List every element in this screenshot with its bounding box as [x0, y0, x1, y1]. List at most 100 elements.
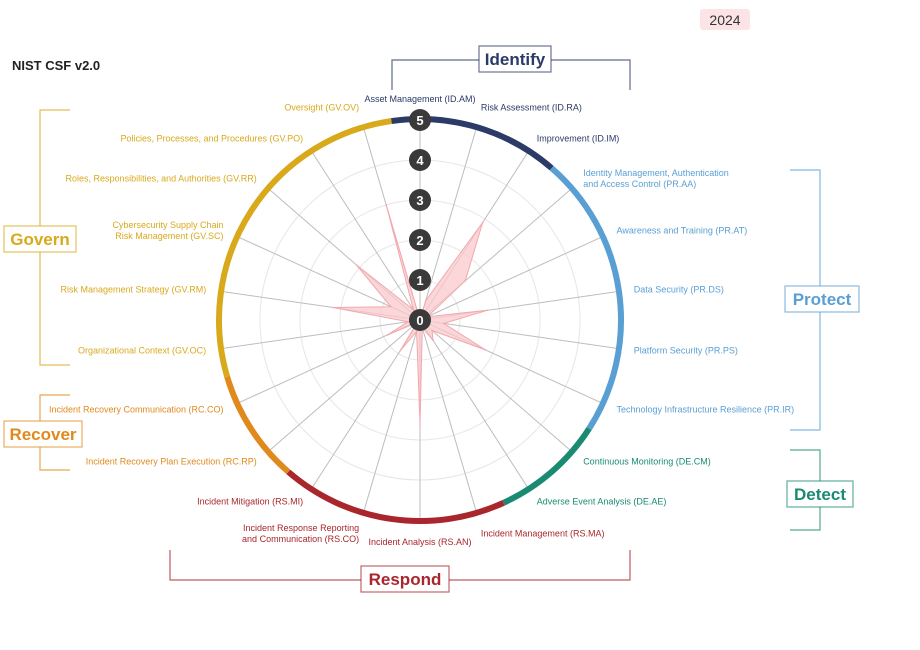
title-recover: Recover: [9, 425, 76, 444]
label-line: Risk Management (GV.SC): [115, 231, 223, 241]
label-technology-infrastructure-resilience-pr-ir: Technology Infrastructure Resilience (PR…: [617, 405, 795, 415]
tick-label-0: 0: [416, 313, 423, 328]
page-title: NIST CSF v2.0: [12, 58, 101, 73]
label-line: and Communication (RS.CO): [242, 534, 359, 544]
data-point-8: [431, 329, 433, 332]
label-organizational-context-gv-oc: Organizational Context (GV.OC): [78, 346, 206, 356]
data-point-6: [443, 322, 445, 325]
spoke-6: [419, 319, 619, 349]
data-point-15: [386, 334, 389, 336]
year-badge: 2024: [700, 9, 750, 30]
label-line: Risk Assessment (ID.RA): [481, 103, 582, 113]
data-point-12: [415, 330, 418, 333]
ring-arc-detect: [502, 427, 592, 506]
category-labels: Asset Management (ID.AM) Risk Assessment …: [49, 94, 794, 547]
title-identify: Identify: [485, 50, 546, 69]
title-box-govern: [3, 225, 77, 253]
label-line: Roles, Responsibilities, and Authorities…: [66, 174, 257, 184]
spoke-9: [419, 319, 529, 489]
label-incident-recovery-communication-rc-co: Incident Recovery Communication (RC.CO): [49, 405, 224, 415]
label-line: Incident Recovery Plan Execution (RC.RP): [86, 456, 257, 466]
label-incident-management-rs-ma: Incident Management (RS.MA): [481, 528, 605, 538]
label-line: Oversight (GV.OV): [284, 103, 359, 113]
function-brackets: IdentifyProtectDetectRespondRecoverGover…: [3, 45, 860, 593]
label-line: Risk Management Strategy (GV.RM): [60, 284, 206, 294]
ring-arc-govern: [215, 118, 392, 378]
label-line: and Access Control (PR.AA): [583, 179, 696, 189]
label-line: Policies, Processes, and Procedures (GV.…: [120, 133, 303, 143]
label-line: Continuous Monitoring (DE.CM): [583, 456, 711, 466]
tick-label-1: 1: [416, 273, 423, 288]
tick-label-4: 4: [416, 153, 424, 168]
label-line: Incident Response Reporting: [243, 523, 359, 533]
title-box-protect: [784, 285, 860, 313]
spoke-10: [419, 319, 477, 513]
data-point-7: [484, 349, 487, 351]
label-line: Identity Management, Authentication: [583, 168, 729, 178]
ring-arc-protect: [549, 165, 625, 431]
spoke-16: [221, 319, 421, 349]
title-box-detect: [786, 480, 854, 508]
label-platform-security-pr-ps: Platform Security (PR.PS): [634, 346, 738, 356]
label-roles-responsibilities-and-authorities-gv-rr: Roles, Responsibilities, and Authorities…: [66, 174, 257, 184]
spoke-14: [268, 319, 421, 452]
tick-badge-2: [409, 229, 431, 251]
spoke-8: [419, 319, 572, 452]
label-incident-mitigation-rs-mi: Incident Mitigation (RS.MI): [197, 497, 303, 507]
label-line: Incident Recovery Communication (RC.CO): [49, 405, 224, 415]
data-point-20: [412, 309, 415, 311]
label-adverse-event-analysis-de-ae: Adverse Event Analysis (DE.AE): [537, 497, 667, 507]
label-incident-recovery-plan-execution-rc-rp: Incident Recovery Plan Execution (RC.RP): [86, 456, 257, 466]
data-point-21: [385, 204, 388, 206]
data-point-19: [355, 264, 358, 266]
title-protect: Protect: [793, 290, 852, 309]
label-line: Adverse Event Analysis (DE.AE): [537, 497, 667, 507]
data-point-5: [486, 309, 489, 312]
data-layer: [332, 204, 489, 425]
tick-badge-3: [409, 189, 431, 211]
tick-badge-4: [409, 149, 431, 171]
data-point-1: [424, 300, 427, 302]
label-risk-management-strategy-gv-rm: Risk Management Strategy (GV.RM): [60, 284, 206, 294]
ring-arc-respond: [286, 469, 505, 524]
label-line: Technology Infrastructure Resilience (PR…: [617, 405, 795, 415]
label-improvement-id-im: Improvement (ID.IM): [537, 133, 620, 143]
label-line: Organizational Context (GV.OC): [78, 346, 206, 356]
spoke-4: [419, 236, 603, 321]
label-line: Cybersecurity Supply Chain: [112, 220, 223, 230]
spoke-1: [419, 127, 477, 321]
label-line: Improvement (ID.IM): [537, 133, 620, 143]
spoke-12: [363, 319, 421, 513]
spoke-20: [311, 151, 421, 321]
data-point-13: [399, 349, 402, 352]
label-policies-processes-and-procedures-gv-po: Policies, Processes, and Procedures (GV.…: [120, 133, 303, 143]
label-oversight-gv-ov: Oversight (GV.OV): [284, 103, 359, 113]
label-risk-assessment-id-ra: Risk Assessment (ID.RA): [481, 103, 582, 113]
data-point-16: [407, 320, 409, 323]
label-line: Asset Management (ID.AM): [364, 94, 475, 104]
title-govern: Govern: [10, 230, 70, 249]
label-incident-analysis-rs-an: Incident Analysis (RS.AN): [368, 537, 471, 547]
tick-badge-0: [409, 309, 431, 331]
label-awareness-and-training-pr-at: Awareness and Training (PR.AT): [617, 225, 748, 235]
label-line: Incident Mitigation (RS.MI): [197, 497, 303, 507]
label-line: Data Security (PR.DS): [634, 284, 724, 294]
tick-badge-1: [409, 269, 431, 291]
title-respond: Respond: [369, 570, 442, 589]
label-line: Awareness and Training (PR.AT): [617, 225, 748, 235]
label-line: Incident Analysis (RS.AN): [368, 537, 471, 547]
label-asset-management-id-am: Asset Management (ID.AM): [364, 94, 475, 104]
label-line: Incident Management (RS.MA): [481, 528, 605, 538]
label-data-security-pr-ds: Data Security (PR.DS): [634, 284, 724, 294]
data-point-18: [390, 305, 392, 308]
spoke-18: [237, 236, 421, 321]
title-box-recover: [3, 420, 83, 448]
data-point-2: [481, 221, 484, 224]
tick-label-3: 3: [416, 193, 423, 208]
ring-arc-recover: [224, 375, 291, 475]
